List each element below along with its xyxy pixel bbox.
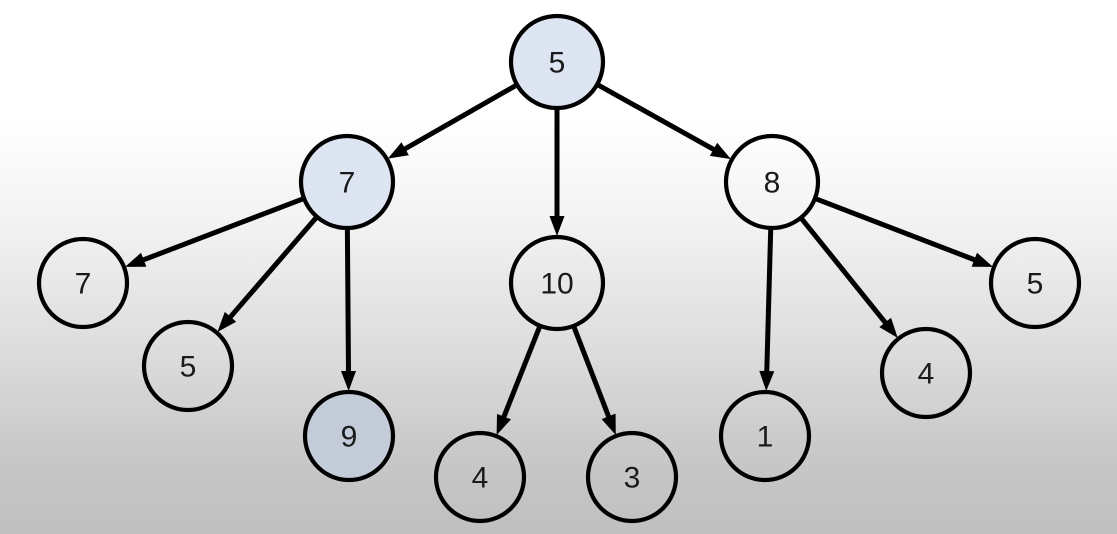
tree-node[interactable]: 5 (141, 319, 235, 413)
node-circle[interactable] (433, 430, 527, 524)
nodes-layer: 5 7 10 8 7 5 9 4 3 1 4 5 (36, 13, 1082, 524)
edge-arrowhead-icon (879, 317, 898, 338)
node-circle[interactable] (36, 236, 130, 330)
tree-edge (225, 215, 319, 322)
node-label: 7 (75, 268, 92, 301)
tree-node[interactable]: 1 (718, 389, 812, 483)
node-circle[interactable] (298, 133, 396, 231)
node-label: 4 (472, 462, 489, 495)
tree-node[interactable]: 3 (585, 430, 679, 524)
node-circle[interactable] (508, 234, 606, 332)
tree-node[interactable]: 10 (508, 234, 606, 332)
node-label: 8 (764, 167, 781, 200)
node-circle[interactable] (988, 236, 1082, 330)
tree-node[interactable]: 5 (988, 236, 1082, 330)
tree-node[interactable]: 9 (302, 389, 396, 483)
node-circle[interactable] (585, 430, 679, 524)
tree-node[interactable]: 5 (508, 13, 606, 111)
node-label: 5 (1027, 268, 1044, 301)
node-label: 1 (757, 421, 774, 454)
node-circle[interactable] (508, 13, 606, 111)
node-circle[interactable] (141, 319, 235, 413)
tree-edge (139, 196, 304, 264)
edge-arrowhead-icon (549, 216, 565, 236)
tree-edge (799, 217, 890, 328)
edge-arrowhead-icon (387, 142, 409, 159)
tree-edge (596, 82, 719, 154)
node-circle[interactable] (718, 389, 812, 483)
tree-edge (400, 83, 518, 153)
tree-node[interactable]: 8 (723, 133, 821, 231)
node-circle[interactable] (302, 389, 396, 483)
edge-arrowhead-icon (709, 142, 731, 160)
node-circle[interactable] (879, 326, 973, 420)
edge-arrowhead-icon (217, 311, 237, 332)
edge-arrowhead-icon (496, 413, 511, 436)
tree-edge (764, 228, 774, 376)
tree-node[interactable]: 7 (298, 133, 396, 231)
edge-arrowhead-icon (340, 370, 356, 391)
tree-node[interactable]: 4 (879, 326, 973, 420)
node-label: 3 (624, 462, 641, 495)
node-circle[interactable] (723, 133, 821, 231)
edge-arrowhead-icon (125, 252, 147, 267)
node-label: 5 (180, 351, 197, 384)
node-label: 4 (918, 358, 935, 391)
edge-arrowhead-icon (601, 413, 616, 436)
tree-edge (344, 228, 352, 376)
tree-edge (500, 325, 542, 422)
edge-arrowhead-icon (971, 252, 993, 267)
edge-arrowhead-icon (759, 370, 775, 392)
edges-layer (125, 82, 993, 436)
node-label: 10 (540, 268, 573, 301)
tree-edge (571, 325, 613, 422)
tree-edge (814, 196, 979, 264)
tree-node[interactable]: 4 (433, 430, 527, 524)
tree-node[interactable]: 7 (36, 236, 130, 330)
